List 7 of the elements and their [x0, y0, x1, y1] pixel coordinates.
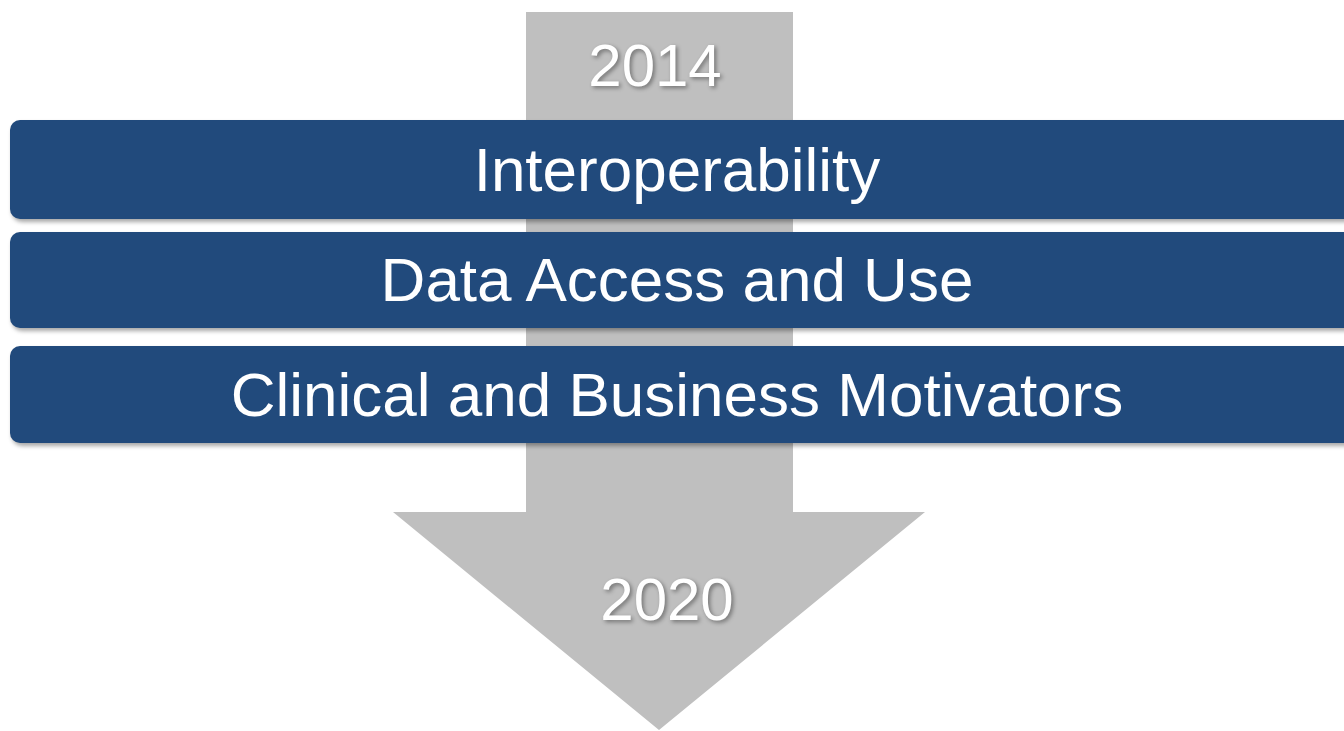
topic-band: [10, 346, 1344, 443]
topic-band: [10, 120, 1344, 219]
band-title: Clinical and Business Motivators: [230, 363, 1124, 426]
band-title: Data Access and Use: [380, 249, 974, 311]
year-label: 2020: [600, 570, 734, 630]
topic-band: [10, 232, 1344, 328]
year-label: 2014: [588, 36, 722, 96]
